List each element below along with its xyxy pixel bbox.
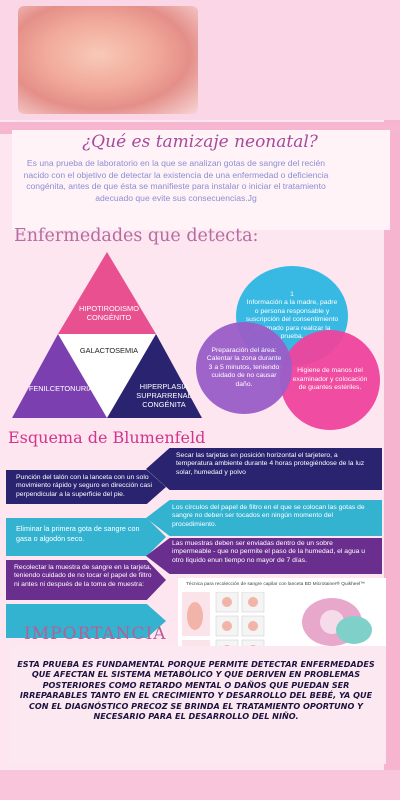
info-circle-number: 1	[290, 290, 294, 298]
step-text: Punción del talón con la lanceta con un …	[16, 474, 153, 498]
hygiene-circle: Higiene de manos del examinador y coloca…	[280, 330, 380, 430]
disease-top-label: HIPOTIRODISMO CONGÉNITO	[79, 304, 139, 322]
importance-panel	[10, 646, 386, 764]
disease-right-label: HIPERPLASIA SUPRARRENAL CONGÉNITA	[136, 382, 192, 409]
step-band: Secar las tarjetas en posición horizonta…	[146, 448, 382, 490]
triangle-left	[12, 334, 107, 418]
diseases-triangle	[12, 252, 202, 418]
intro-title: ¿Qué es tamizaje neonatal?	[82, 132, 318, 152]
step-band: Las muestras deben ser enviadas dentro d…	[146, 538, 382, 574]
hygiene-circle-text: Higiene de manos del examinador y coloca…	[292, 367, 368, 392]
step-band	[6, 604, 166, 638]
triangle-right	[107, 334, 202, 418]
step-band: Eliminar la primera gota de sangre con g…	[6, 518, 166, 556]
diseases-title: Enfermedades que detecta:	[14, 226, 259, 246]
step-band: Los círculos del papel de filtro en el q…	[146, 500, 382, 536]
intro-text: Es una prueba de laboratorio en la que s…	[23, 158, 329, 203]
step-text: Secar las tarjetas en posición horizonta…	[176, 452, 365, 476]
importance-text: Esta prueba es fundamental porque permit…	[17, 659, 375, 722]
prep-circle-text: Preparación del área: Calentar la zona d…	[206, 346, 282, 388]
decorative-strip	[0, 770, 400, 800]
step-band: Punción del talón con la lanceta con un …	[6, 470, 166, 504]
disease-middle-label: GALACTOSEMIA	[79, 346, 139, 355]
disease-left-label: FENILCETONURIA	[28, 384, 94, 393]
step-text: Recolectar la muestra de sangre en la ta…	[14, 564, 152, 588]
baby-feet-photo	[18, 6, 198, 114]
triangle-middle	[58, 334, 156, 418]
step-text: Los círculos del papel de filtro en el q…	[172, 504, 365, 528]
triangle-top	[58, 252, 156, 334]
decorative-strip	[384, 120, 400, 800]
info-circle-text: Información a la madre, padre o persona …	[245, 299, 339, 340]
step-text: Las muestras deben ser enviadas dentro d…	[172, 540, 366, 564]
step-band: Recolectar la muestra de sangre en la ta…	[6, 560, 166, 600]
importance-title: IMPORTANCIA	[24, 624, 167, 644]
prep-circle: Preparación del área: Calentar la zona d…	[196, 322, 292, 414]
scheme-title: Esquema de Blumenfeld	[8, 428, 206, 447]
step-text: Eliminar la primera gota de sangre con g…	[16, 524, 140, 543]
diagram-caption: Técnica para recolección de sangre capil…	[186, 582, 365, 587]
intro-panel	[12, 130, 390, 230]
